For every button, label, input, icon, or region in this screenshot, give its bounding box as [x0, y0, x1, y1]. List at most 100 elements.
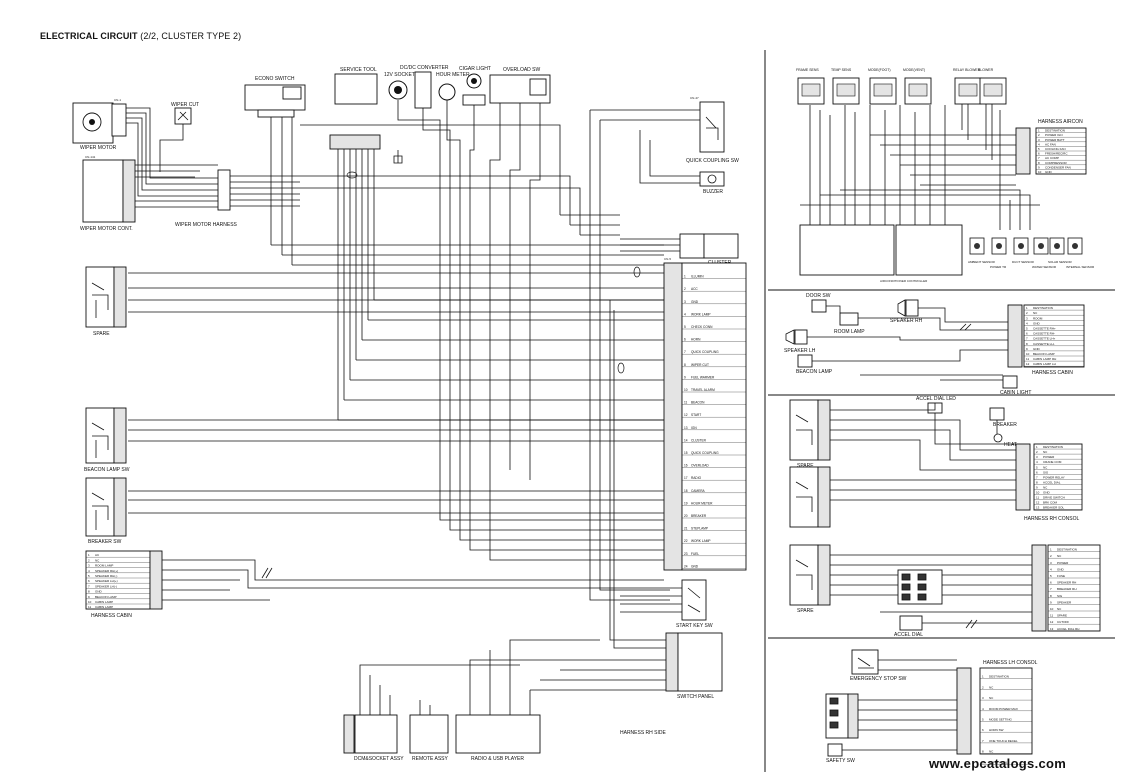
aircon-sensor-label: SOLAR SENSOR	[1048, 260, 1073, 264]
row-number: 17	[684, 476, 688, 480]
row-number: 24	[684, 564, 688, 568]
destination-label: ROOM POWER MAX	[989, 707, 1018, 711]
label-econo-switch: ECONO SWITCH	[255, 76, 295, 82]
destination-label: HORN	[691, 338, 701, 342]
row-number: 3	[88, 564, 90, 568]
row-number: 1	[982, 675, 984, 679]
room-lamp: ROOM LAMP	[834, 312, 865, 335]
row-number: 2	[88, 558, 90, 562]
destination-label: NC	[1043, 485, 1048, 489]
wiper-cut: WIPER CUT	[171, 102, 199, 125]
speaker-rh: SPEAKER RH	[890, 299, 923, 324]
label-aircon-controller: AIRCONDITIONER CONTROLLER	[880, 279, 928, 283]
page-title-main: ELECTRICAL CIRCUIT	[40, 31, 138, 41]
breaker-unit: BREAKER	[989, 407, 1017, 428]
row-number: 8	[982, 750, 984, 754]
destination-label: QUICK COUPLING	[691, 350, 719, 354]
row-number: 10	[1026, 352, 1030, 356]
row-number: 16	[684, 464, 688, 468]
row-number: 2	[1050, 554, 1052, 558]
destination-label: SPEAKER	[1057, 600, 1072, 604]
label-wiper-motor: WIPER MOTOR	[80, 145, 117, 151]
label-breaker: BREAKER	[993, 422, 1017, 428]
aircon-component-terminal	[836, 83, 856, 97]
destination-label: POWER IGN	[1045, 133, 1063, 137]
cigar-light: CIGAR LIGHT	[459, 66, 491, 106]
row-number: 3	[1038, 138, 1040, 142]
service-tool: SERVICE TOOL	[329, 67, 381, 150]
row-number: 8	[1026, 342, 1028, 346]
wiper-motor: WIPER MOTOR	[72, 102, 117, 151]
wiper-motor-harness: WIPER MOTOR HARNESS	[175, 169, 238, 228]
destination-label: SIG	[1043, 470, 1049, 474]
destination-label: CASSETTE LH+	[1033, 337, 1056, 341]
label-cigar-light: CIGAR LIGHT	[459, 66, 491, 72]
destination-label: GND	[1057, 567, 1065, 571]
row-number: 7	[88, 584, 90, 588]
row-number: 10	[1050, 607, 1054, 611]
radio-usb-player: RADIO & USB PLAYER	[455, 714, 541, 762]
accel-dial-led: ACCEL DIAL LED	[916, 396, 956, 414]
destination-label: DESTINATION	[1057, 548, 1077, 552]
label-service-tool: SERVICE TOOL	[340, 67, 377, 73]
row-number: 5	[1038, 147, 1040, 151]
lh-switch-stack	[825, 693, 859, 739]
speaker-lh: SPEAKER LH	[784, 329, 816, 354]
destination-label: CUTOFF	[1057, 620, 1069, 624]
aircon-component-label: MODE(VENT)	[903, 68, 925, 72]
row-number: 3	[1026, 316, 1028, 320]
destination-label: DESTINATION	[1043, 445, 1063, 449]
destination-label: QUICK COUPLING	[691, 451, 719, 455]
row-number: 11	[1050, 614, 1053, 618]
destination-label: DESTINATION	[1033, 306, 1053, 310]
row-number: 6	[982, 728, 984, 732]
wiper-motor-cont: CN-141 WIPER MOTOR CONT.	[80, 155, 136, 232]
destination-label: SPARE	[1057, 614, 1067, 618]
row-number: 10	[684, 388, 688, 392]
row-number: 1	[1038, 129, 1040, 133]
destination-label: MODE SETTING	[989, 718, 1013, 722]
row-number: 6	[1026, 332, 1028, 336]
destination-label: CABIN LAMP	[95, 605, 113, 609]
destination-label: SAFETY SOL	[989, 760, 1008, 764]
row-number: 5	[684, 325, 686, 329]
destination-label: SIG	[1057, 594, 1063, 598]
destination-label: RADIO	[691, 476, 702, 480]
destination-label: AC FAN	[1045, 142, 1056, 146]
wiper-motor-connector: CN-1	[111, 98, 127, 137]
page-title: ELECTRICAL CIRCUIT (2/2, CLUSTER TYPE 2)	[40, 31, 241, 41]
destination-label: POWER	[1043, 455, 1055, 459]
row-number: 9	[1036, 485, 1038, 489]
destination-label: CASSETTE RH+	[1033, 327, 1056, 331]
row-number: 6	[88, 579, 90, 583]
row-number: 14	[684, 438, 688, 442]
row-number: 11	[684, 401, 688, 405]
rh-console2-relay-block	[897, 569, 943, 605]
aircon-controller: AIRCONDITIONER CONTROLLER	[799, 224, 963, 283]
label-radio-usb-player: RADIO & USB PLAYER	[471, 756, 524, 762]
destination-label: AC COMP	[1045, 156, 1059, 160]
destination-label: DRIVE SWITCH	[1043, 496, 1065, 500]
destination-label: CASSETTE RH-	[1033, 332, 1055, 336]
row-number: 10	[1036, 491, 1040, 495]
row-number: 6	[1050, 581, 1052, 585]
destination-label: POWER	[1057, 561, 1069, 565]
destination-label: STEPLAMP	[691, 527, 708, 531]
destination-label: GND	[95, 590, 103, 594]
row-number: 1	[1036, 445, 1038, 449]
label-emergency-stop: EMERGENCY STOP SW	[850, 676, 907, 682]
aircon-sensor-element	[1054, 243, 1060, 249]
label-socket-12v: 12V SOCKET	[384, 72, 415, 78]
page-title-sub: (2/2, CLUSTER TYPE 2)	[140, 31, 242, 41]
aircon-sensor-element	[1018, 243, 1024, 249]
row-number: 9	[88, 595, 90, 599]
aircon-sensor-label: AMBIENT SENSOR	[968, 260, 996, 264]
destination-label: SPEAKER LH(+)	[95, 579, 118, 583]
switch-panel: SWITCH PANEL	[665, 632, 723, 700]
label-dcm-socket-assy: DCM&SOCKET ASSY	[354, 756, 404, 762]
aircon-component-label: FRAME SENS	[796, 68, 819, 72]
destination-label: GND	[1033, 347, 1041, 351]
